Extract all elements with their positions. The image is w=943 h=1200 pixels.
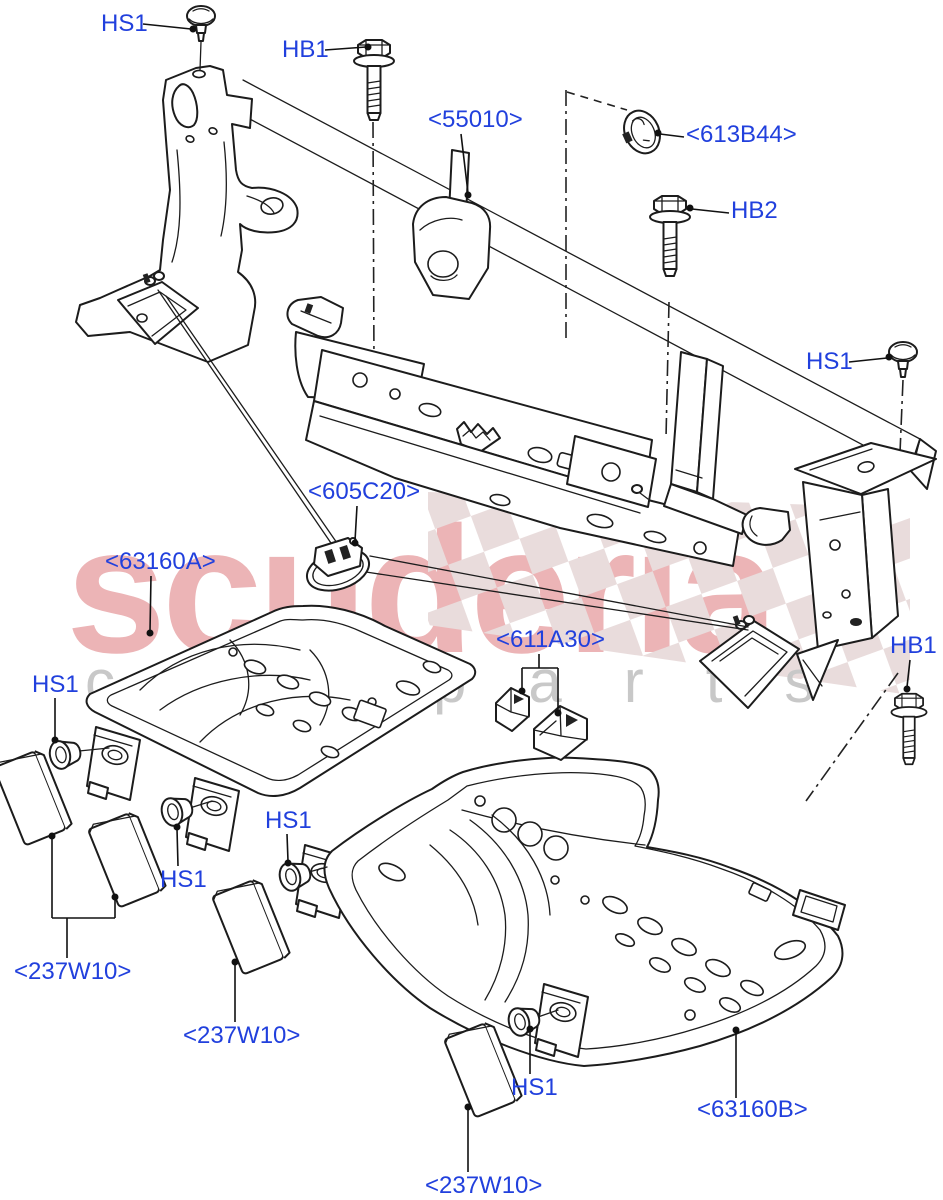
- screw-hs1-top-left: [186, 5, 216, 42]
- centre-bracket-assembly: [286, 149, 748, 567]
- leader-lines: [48, 23, 911, 1172]
- label-hs1-pan-a-left: HS1: [32, 671, 79, 698]
- left-bracket: [75, 65, 299, 363]
- label-hb2: HB2: [731, 197, 778, 224]
- label-hb1-right: HB1: [890, 632, 937, 659]
- label-hs1-top-left: HS1: [101, 10, 148, 37]
- label-63160b: <63160B>: [697, 1096, 808, 1123]
- bolt-hb1-right: [890, 692, 928, 766]
- pan-a-leg-1: [86, 726, 141, 801]
- leader-dots: [48, 25, 911, 1111]
- bolt-hb2: [649, 195, 691, 277]
- pan-a-leg-2: [185, 777, 240, 852]
- label-hs1-right: HS1: [806, 348, 853, 375]
- screw-hs1-right: [888, 341, 918, 378]
- label-63160a: <63160A>: [105, 548, 216, 575]
- label-237w10-1: <237W10>: [14, 958, 132, 985]
- cross-member-55010: [230, 79, 937, 490]
- label-237w10-2: <237W10>: [183, 1022, 301, 1049]
- label-605c20: <605C20>: [308, 478, 421, 505]
- label-hs1-pan-a-mid: HS1: [160, 866, 207, 893]
- corner-clips-611a30: [495, 687, 588, 761]
- seat-pan-right-63160b: [323, 756, 846, 1067]
- label-hs1-pan-b: HS1: [511, 1074, 558, 1101]
- label-237w10-3: <237W10>: [425, 1172, 543, 1199]
- label-hs1-pan-a-right: HS1: [265, 807, 312, 834]
- label-613b44: <613B44>: [686, 121, 797, 148]
- label-611a30: <611A30>: [496, 626, 605, 653]
- pad-2: [85, 806, 168, 909]
- pan-b-leg: [534, 983, 589, 1058]
- label-55010: <55010>: [428, 106, 523, 133]
- seat-pan-left-63160a: [85, 604, 477, 919]
- right-bracket: [699, 442, 937, 709]
- fixings: [46, 5, 928, 1040]
- clip-605c20: [157, 289, 749, 631]
- assembly-axis-lines: [372, 90, 904, 802]
- bolt-hb1-top: [353, 39, 395, 121]
- label-hb1-top: HB1: [282, 36, 329, 63]
- grommet-613b44: [622, 109, 661, 155]
- pad-3: [209, 873, 292, 976]
